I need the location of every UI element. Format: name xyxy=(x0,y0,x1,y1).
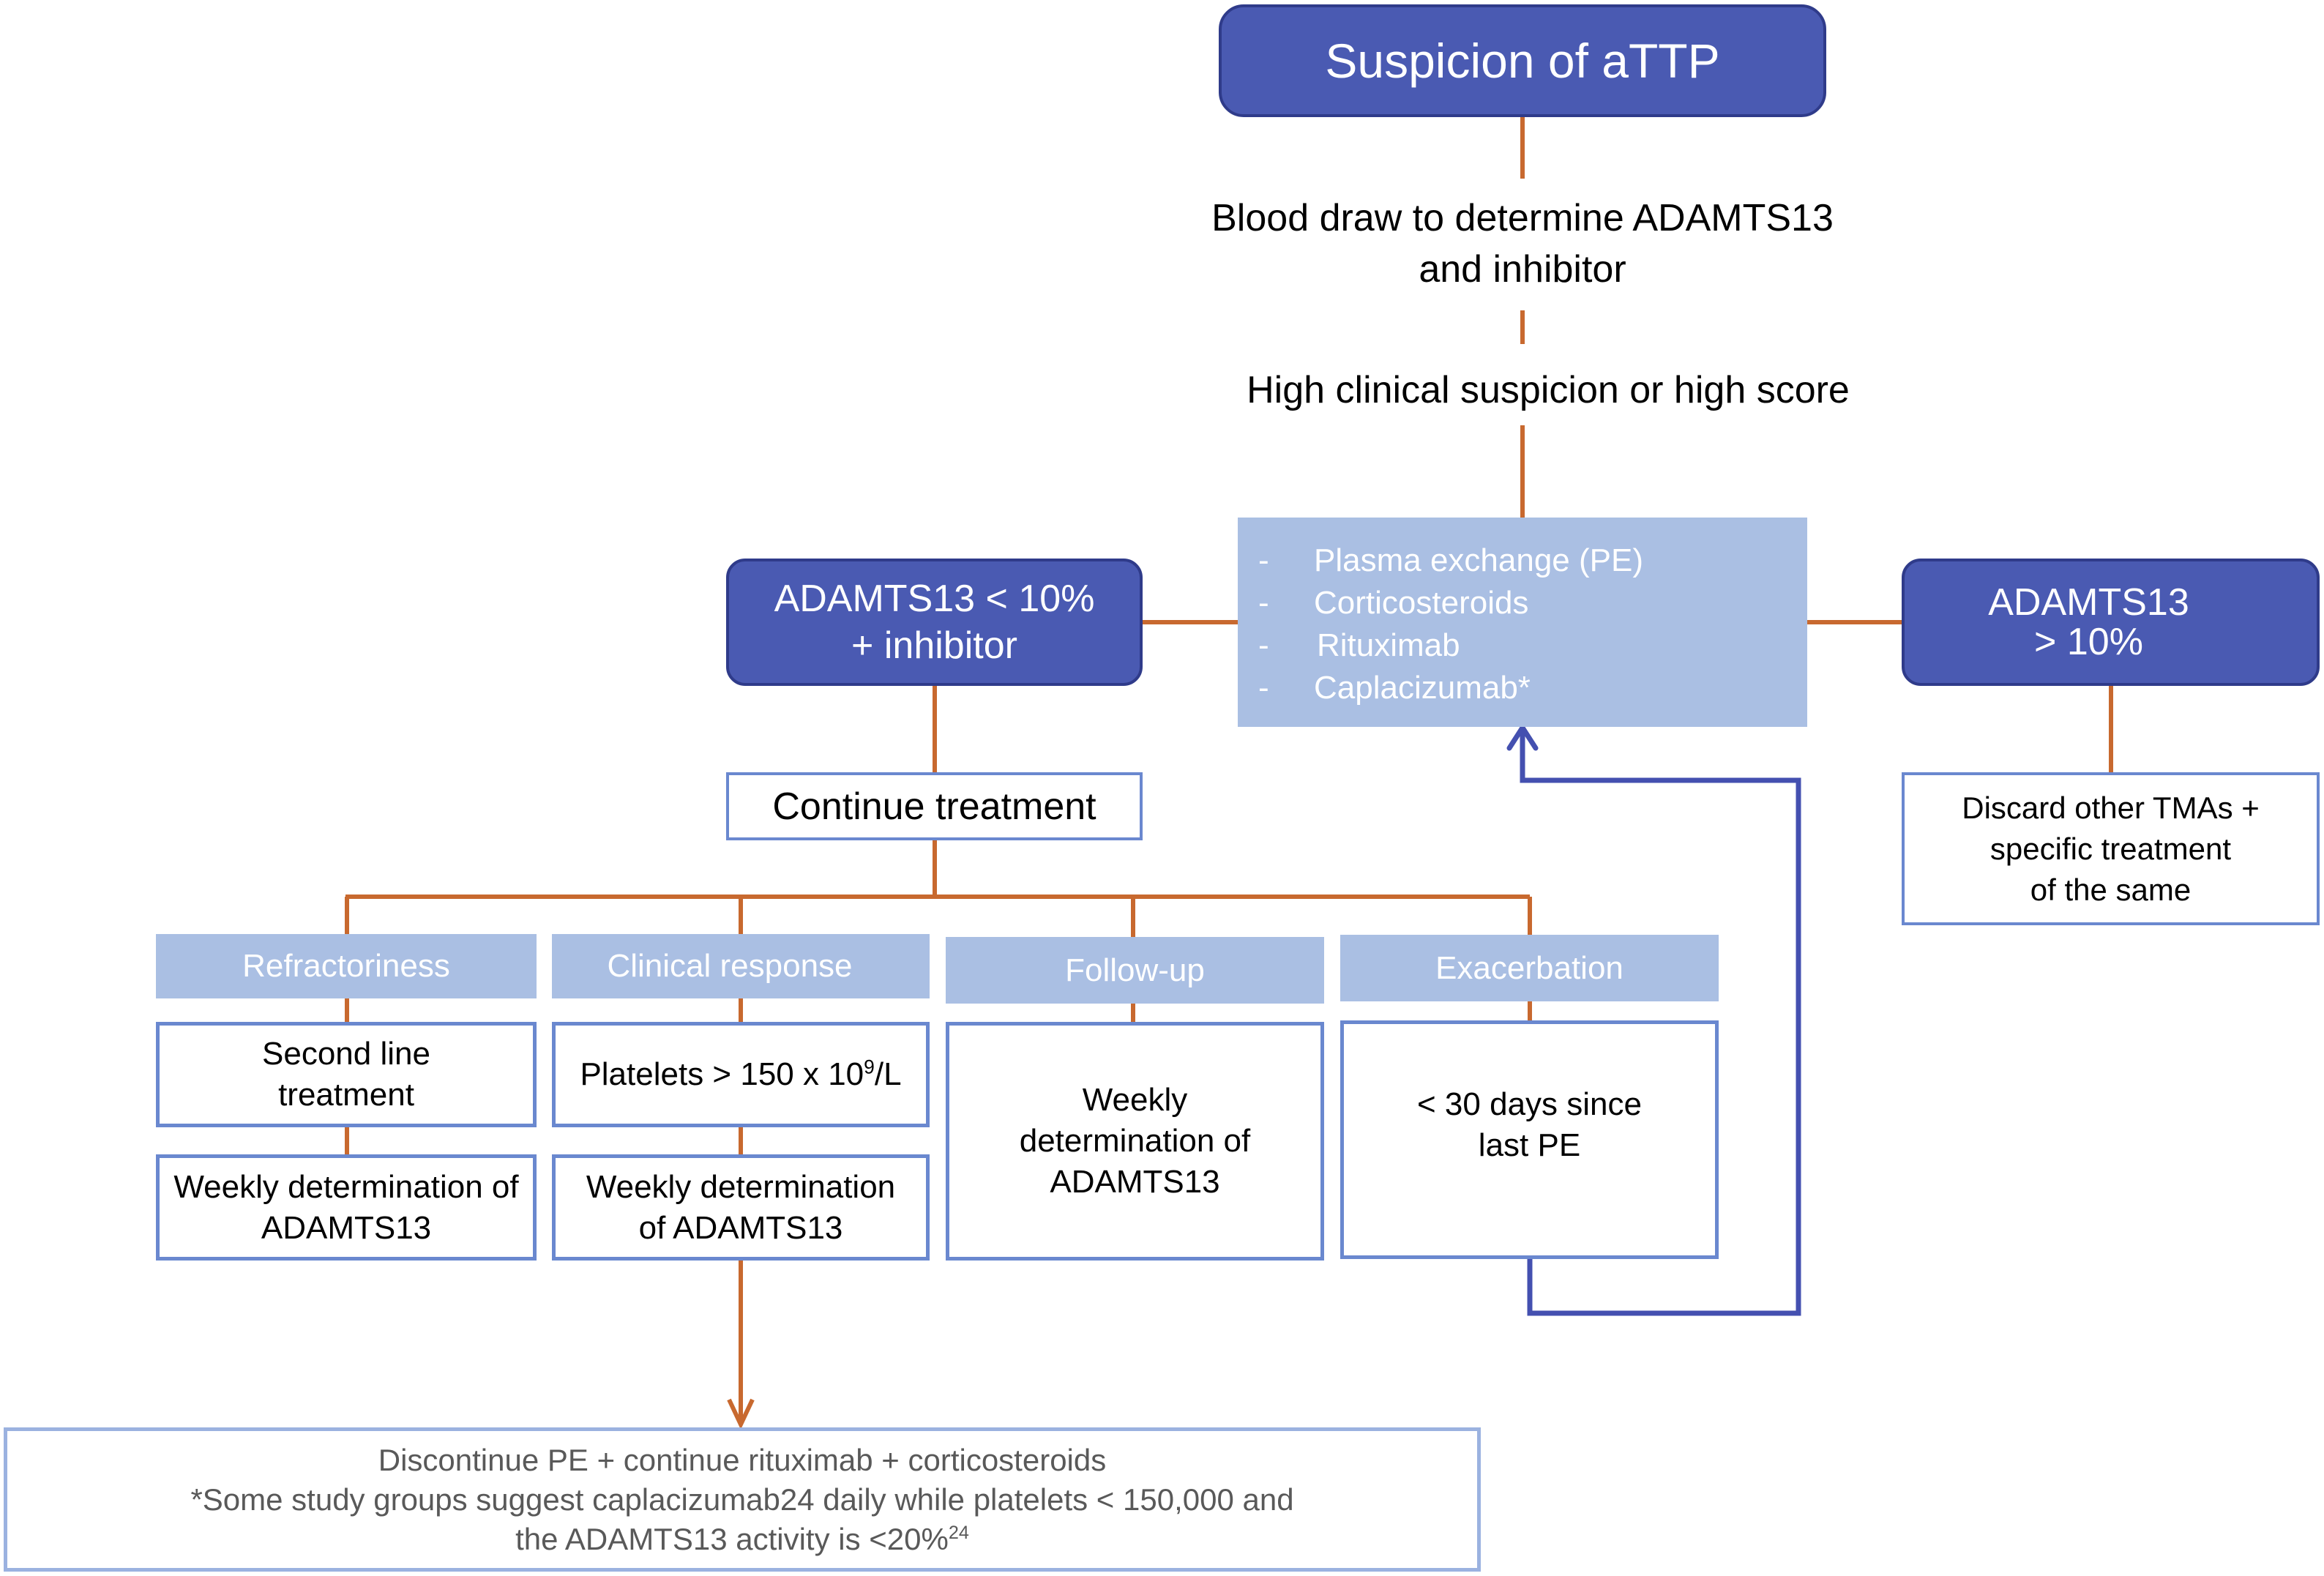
treatment-list: - Plasma exchange (PE) - Corticosteroids… xyxy=(1238,539,1807,709)
weekly-3-line3: ADAMTS13 xyxy=(1050,1164,1220,1200)
footer-line2: *Some study groups suggest caplacizumab2… xyxy=(190,1482,1294,1517)
treatment-box: - Plasma exchange (PE) - Corticosteroids… xyxy=(1238,518,1807,727)
weekly-3-line2: determination of xyxy=(1019,1123,1251,1159)
adamts-low-line1: ADAMTS13 < 10% xyxy=(774,578,1095,620)
second-line-treatment-box: Second line treatment xyxy=(156,1022,537,1127)
header-follow-up-label: Follow-up xyxy=(1065,952,1205,988)
discontinue-pe-box: Discontinue PE + continue rituximab + co… xyxy=(4,1427,1481,1572)
adamts-high-box: ADAMTS13 > 10% xyxy=(1902,559,2320,686)
header-exacerbation: Exacerbation xyxy=(1340,935,1719,1001)
bullet-dash: - xyxy=(1258,585,1269,621)
weekly-2-line2: of ADAMTS13 xyxy=(638,1209,843,1246)
adamts-high-line2: > 10% xyxy=(2034,621,2143,663)
bullet-dash: - xyxy=(1258,670,1269,706)
treatment-item-label: Corticosteroids xyxy=(1314,585,1529,621)
adamts-high-line1: ADAMTS13 xyxy=(1988,581,2189,624)
exacerbation-line1: < 30 days since xyxy=(1417,1086,1642,1122)
footer-line3-text: the ADAMTS13 activity is <20% xyxy=(515,1521,949,1556)
weekly-2-line1: Weekly determination xyxy=(586,1168,896,1205)
treatment-item: - Plasma exchange (PE) xyxy=(1238,539,1807,582)
footer-line3: the ADAMTS13 activity is <20%24 xyxy=(515,1520,969,1559)
platelets-label: Platelets > 150 x 109/L xyxy=(580,1056,901,1093)
header-refractoriness: Refractoriness xyxy=(156,934,537,998)
discard-line3: of the same xyxy=(2030,872,2192,907)
treatment-item-label: Plasma exchange (PE) xyxy=(1314,542,1643,578)
header-clinical-response-label: Clinical response xyxy=(607,948,853,984)
continue-treatment-box: Continue treatment xyxy=(726,772,1143,840)
bullet-dash: - xyxy=(1258,542,1269,578)
arrowhead-down-icon xyxy=(727,1398,755,1430)
suspicion-box: Suspicion of aTTP xyxy=(1219,4,1826,117)
suspicion-title: Suspicion of aTTP xyxy=(1325,34,1720,88)
platelets-unit: /L xyxy=(874,1056,902,1092)
discard-tmas-box: Discard other TMAs + specific treatment … xyxy=(1902,772,2320,925)
footer-line1: Discontinue PE + continue rituximab + co… xyxy=(378,1442,1107,1477)
exacerbation-line2: last PE xyxy=(1478,1127,1581,1163)
weekly-1-line1: Weekly determination of xyxy=(173,1168,519,1205)
adamts-low-box: ADAMTS13 < 10% + inhibitor xyxy=(726,559,1143,686)
header-exacerbation-label: Exacerbation xyxy=(1435,949,1624,986)
discard-line1: Discard other TMAs + xyxy=(1962,790,2260,825)
continue-treatment-label: Continue treatment xyxy=(772,785,1096,828)
treatment-item: - Caplacizumab* xyxy=(1238,667,1807,709)
treatment-item-label: Rituximab xyxy=(1317,627,1460,663)
weekly-1-line2: ADAMTS13 xyxy=(261,1209,432,1246)
loop-arrow-exacerbation-to-treatment xyxy=(1520,731,1801,1316)
header-clinical-response: Clinical response xyxy=(552,934,930,998)
exacerbation-criteria-box: < 30 days since last PE xyxy=(1340,1020,1719,1259)
treatment-item-label: Caplacizumab* xyxy=(1314,670,1531,706)
platelets-main: Platelets > 150 x 10 xyxy=(580,1056,864,1092)
header-follow-up: Follow-up xyxy=(946,937,1324,1004)
header-refractoriness-label: Refractoriness xyxy=(242,948,450,984)
high-suspicion-label: High clinical suspicion or high score xyxy=(1247,369,1850,411)
arrowhead-up-icon xyxy=(1506,725,1539,751)
treatment-item: - Rituximab xyxy=(1238,624,1807,667)
weekly-determination-box-3: Weekly determination of ADAMTS13 xyxy=(946,1022,1324,1261)
adamts-low-line2: + inhibitor xyxy=(851,624,1017,667)
high-suspicion-step: High clinical suspicion or high score xyxy=(1171,364,1925,417)
second-line-line1: Second line xyxy=(262,1036,430,1072)
platelets-box: Platelets > 150 x 109/L xyxy=(552,1022,930,1127)
blood-draw-step: Blood draw to determine ADAMTS13 and inh… xyxy=(1157,189,1888,299)
weekly-determination-box-2: Weekly determination of ADAMTS13 xyxy=(552,1154,930,1261)
weekly-determination-box-1: Weekly determination of ADAMTS13 xyxy=(156,1154,537,1261)
bullet-dash: - xyxy=(1258,627,1269,663)
discard-line2: specific treatment xyxy=(1989,831,2232,866)
treatment-item: - Corticosteroids xyxy=(1238,582,1807,624)
platelets-exponent: 9 xyxy=(864,1056,875,1078)
blood-draw-line1: Blood draw to determine ADAMTS13 xyxy=(1211,197,1834,239)
blood-draw-line2: and inhibitor xyxy=(1419,248,1626,291)
footer-reference: 24 xyxy=(948,1522,969,1543)
second-line-line2: treatment xyxy=(278,1077,414,1113)
weekly-3-line1: Weekly xyxy=(1082,1082,1188,1118)
